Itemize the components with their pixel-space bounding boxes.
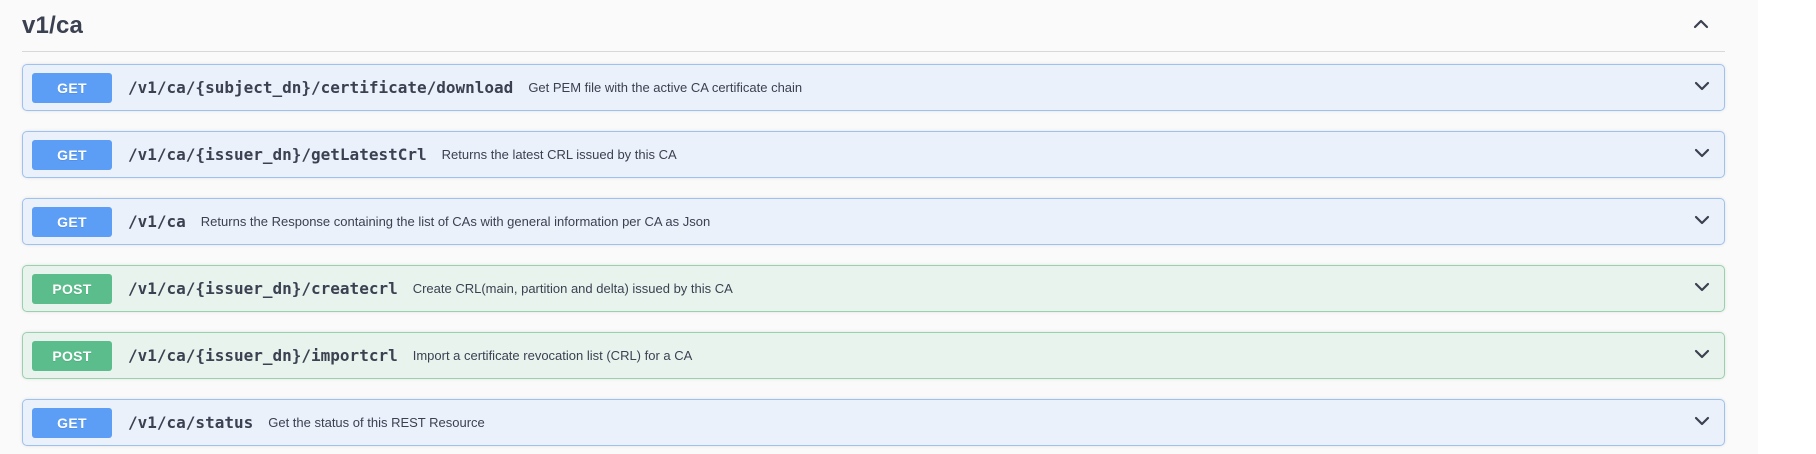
- endpoint-row[interactable]: GET /v1/ca/{subject_dn}/certificate/down…: [22, 64, 1725, 111]
- endpoint-expand-button[interactable]: [1688, 273, 1716, 304]
- api-section-v1ca: v1/ca GET /v1/ca/{subject_dn}/certificat…: [22, 0, 1725, 446]
- endpoint-expand-button[interactable]: [1688, 407, 1716, 438]
- section-header[interactable]: v1/ca: [22, 0, 1725, 52]
- endpoint-description: Returns the latest CRL issued by this CA: [441, 147, 677, 162]
- endpoint-expand-button[interactable]: [1688, 340, 1716, 371]
- endpoint-row[interactable]: GET /v1/ca/status Get the status of this…: [22, 399, 1725, 446]
- endpoint-description: Returns the Response containing the list…: [200, 214, 711, 229]
- swagger-container: v1/ca GET /v1/ca/{subject_dn}/certificat…: [22, 0, 1725, 446]
- endpoint-expand-button[interactable]: [1688, 139, 1716, 170]
- method-badge: POST: [32, 340, 112, 371]
- endpoint-path: /v1/ca/status: [128, 413, 254, 432]
- endpoint-path: /v1/ca/{issuer_dn}/createcrl: [128, 279, 398, 298]
- method-badge: GET: [32, 407, 112, 438]
- endpoint-row[interactable]: GET /v1/ca Returns the Response containi…: [22, 198, 1725, 245]
- endpoint-row[interactable]: POST /v1/ca/{issuer_dn}/importcrl Import…: [22, 332, 1725, 379]
- method-badge: GET: [32, 72, 112, 103]
- endpoint-path: /v1/ca/{issuer_dn}/getLatestCrl: [128, 145, 427, 164]
- endpoint-row[interactable]: POST /v1/ca/{issuer_dn}/createcrl Create…: [22, 265, 1725, 312]
- method-badge: GET: [32, 206, 112, 237]
- endpoint-row[interactable]: GET /v1/ca/{issuer_dn}/getLatestCrl Retu…: [22, 131, 1725, 178]
- endpoint-description: Create CRL(main, partition and delta) is…: [412, 281, 733, 296]
- endpoint-path: /v1/ca/{issuer_dn}/importcrl: [128, 346, 398, 365]
- chevron-up-icon: [1691, 14, 1711, 37]
- endpoint-expand-button[interactable]: [1688, 72, 1716, 103]
- endpoint-description: Get the status of this REST Resource: [268, 415, 485, 430]
- chevron-down-icon: [1692, 344, 1712, 367]
- endpoint-description: Import a certificate revocation list (CR…: [412, 348, 693, 363]
- endpoint-path: /v1/ca/{subject_dn}/certificate/download: [128, 78, 514, 97]
- section-collapse-button[interactable]: [1691, 14, 1725, 37]
- chevron-down-icon: [1692, 210, 1712, 233]
- endpoint-list: GET /v1/ca/{subject_dn}/certificate/down…: [22, 52, 1725, 446]
- chevron-down-icon: [1692, 143, 1712, 166]
- section-title: v1/ca: [22, 11, 84, 39]
- endpoint-path: /v1/ca: [128, 212, 186, 231]
- method-badge: GET: [32, 139, 112, 170]
- chevron-down-icon: [1692, 76, 1712, 99]
- endpoint-expand-button[interactable]: [1688, 206, 1716, 237]
- endpoint-description: Get PEM file with the active CA certific…: [528, 80, 803, 95]
- chevron-down-icon: [1692, 277, 1712, 300]
- chevron-down-icon: [1692, 411, 1712, 434]
- method-badge: POST: [32, 273, 112, 304]
